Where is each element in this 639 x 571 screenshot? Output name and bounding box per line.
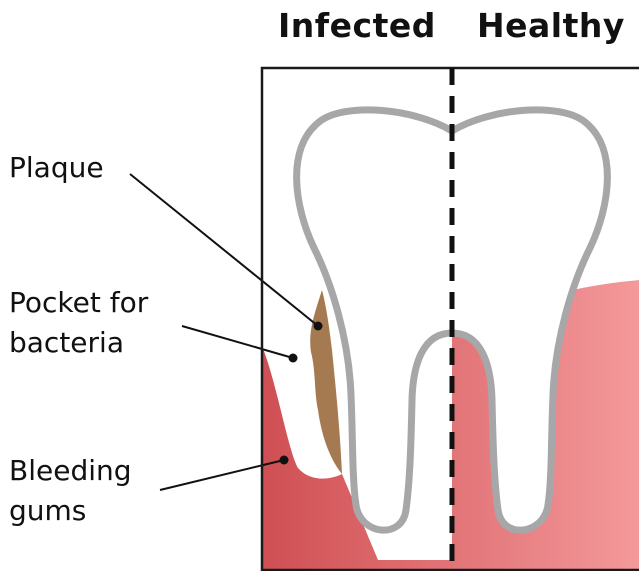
- diagram-scene: [130, 110, 639, 571]
- plaque-leader-line-outer: [130, 174, 262, 281]
- gums-leader-dot: [280, 456, 289, 465]
- pocket-leader-dot: [289, 354, 298, 363]
- gums-leader-line-outer: [160, 465, 262, 490]
- plaque-leader-dot: [314, 322, 323, 331]
- pocket-leader-line-outer: [182, 326, 262, 349]
